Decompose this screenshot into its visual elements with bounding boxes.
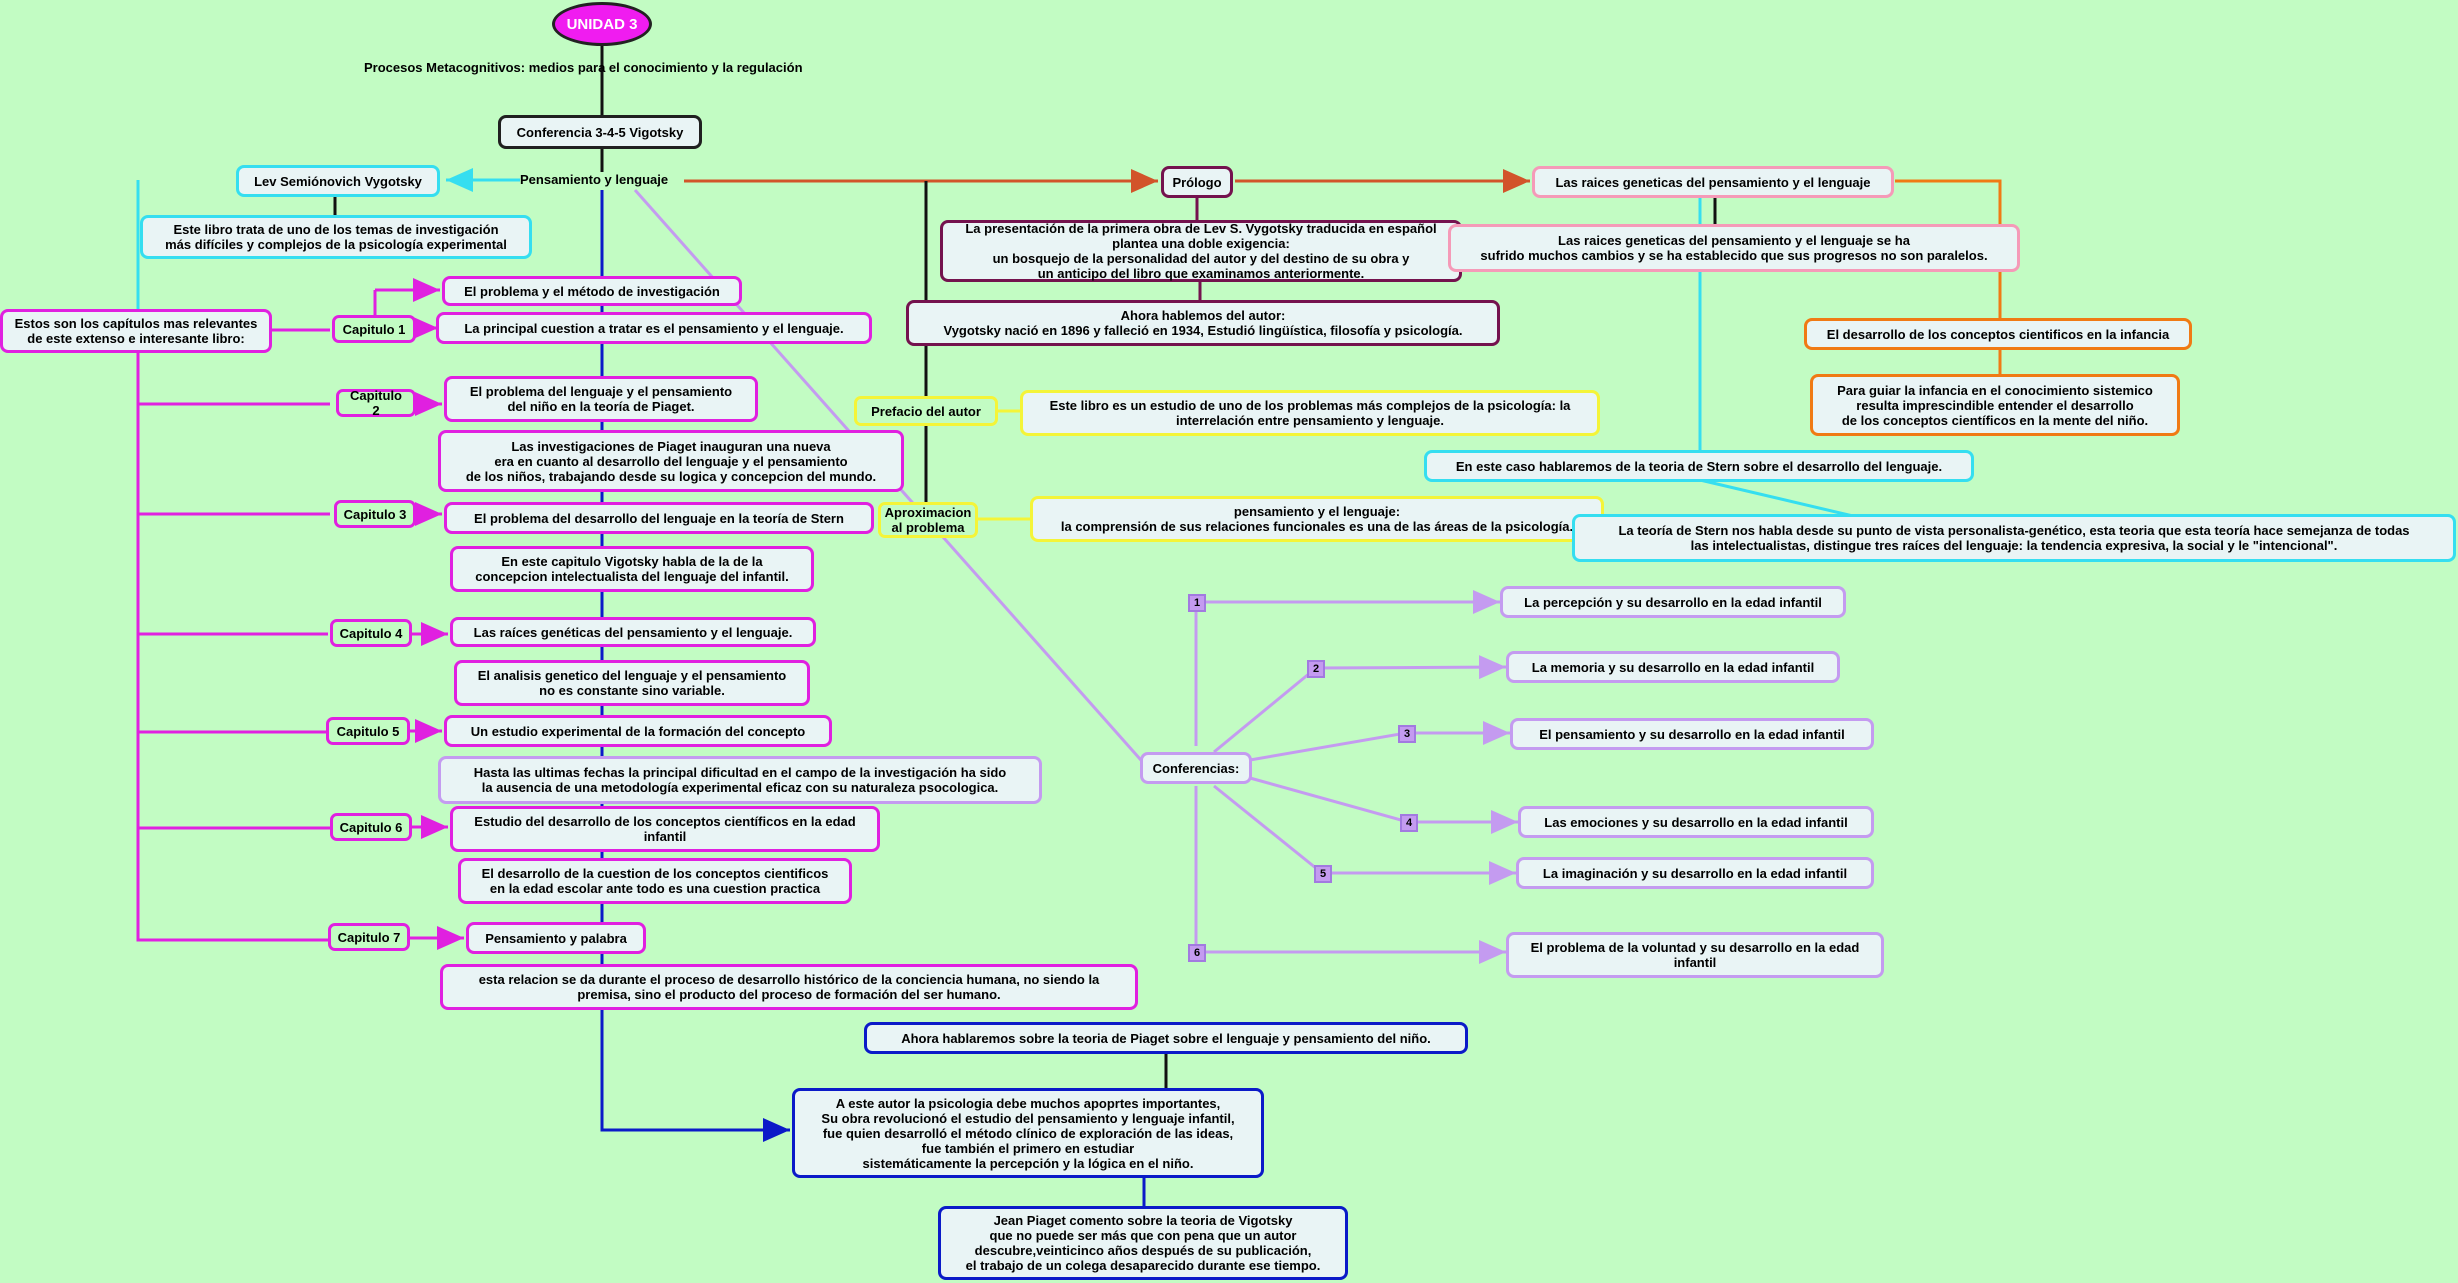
chapter-3-detail[interactable]: En este capitulo Vigotsky habla de la de…	[450, 546, 814, 592]
chapter-1-detail[interactable]: La principal cuestion a tratar es el pen…	[436, 312, 872, 344]
chapter-7-detail[interactable]: esta relacion se da durante el proceso d…	[440, 964, 1138, 1010]
node-conceptos-text[interactable]: Para guiar la infancia en el conocimient…	[1810, 374, 2180, 436]
chapter-6-label[interactable]: Capitulo 6	[330, 813, 412, 841]
chapter-3-title[interactable]: El problema del desarrollo del lenguaje …	[444, 502, 874, 534]
node-piaget-intro[interactable]: Ahora hablaremos sobre la teoria de Piag…	[864, 1022, 1468, 1054]
root-node-unidad[interactable]: UNIDAD 3	[552, 2, 652, 46]
chapter-5-title[interactable]: Un estudio experimental de la formación …	[444, 715, 832, 747]
chapter-4-label[interactable]: Capitulo 4	[330, 619, 412, 647]
node-stern[interactable]: En este caso hablaremos de la teoria de …	[1424, 450, 1974, 482]
conferencia-6-number: 6	[1188, 944, 1206, 962]
node-conferencias[interactable]: Conferencias:	[1140, 752, 1252, 784]
node-conceptos[interactable]: El desarrollo de los conceptos cientific…	[1804, 318, 2192, 350]
node-piaget-comment[interactable]: Jean Piaget comento sobre la teoria de V…	[938, 1206, 1348, 1280]
chapter-1-title[interactable]: El problema y el método de investigación	[442, 276, 742, 306]
node-pensamiento-lenguaje[interactable]: Pensamiento y lenguaje	[520, 172, 669, 187]
node-raices[interactable]: Las raices geneticas del pensamiento y e…	[1532, 166, 1894, 198]
node-aproximacion[interactable]: Aproximacion al problema	[878, 502, 978, 538]
conferencia-2[interactable]: La memoria y su desarrollo en la edad in…	[1506, 651, 1840, 683]
node-stern-text[interactable]: La teoría de Stern nos habla desde su pu…	[1572, 514, 2456, 562]
conferencia-6[interactable]: El problema de la voluntad y su desarrol…	[1506, 932, 1884, 978]
conferencia-1-number: 1	[1188, 594, 1206, 612]
node-prefacio-text[interactable]: Este libro es un estudio de uno de los p…	[1020, 390, 1600, 436]
chapter-2-title[interactable]: El problema del lenguaje y el pensamient…	[444, 376, 758, 422]
conferencia-4-number: 4	[1400, 814, 1418, 832]
node-conferencia[interactable]: Conferencia 3-4-5 Vigotsky	[498, 115, 702, 149]
conferencia-3-number: 3	[1398, 725, 1416, 743]
subtitle: Procesos Metacognitivos: medios para el …	[364, 60, 803, 75]
conferencia-5[interactable]: La imaginación y su desarrollo en la eda…	[1516, 857, 1874, 889]
chapter-2-detail[interactable]: Las investigaciones de Piaget inauguran …	[438, 430, 904, 492]
chapter-4-title[interactable]: Las raíces genéticas del pensamiento y e…	[450, 617, 816, 647]
node-raices-text[interactable]: Las raices geneticas del pensamiento y e…	[1448, 224, 2020, 272]
conferencia-4[interactable]: Las emociones y su desarrollo en la edad…	[1518, 806, 1874, 838]
chapter-4-detail[interactable]: El analisis genetico del lenguaje y el p…	[454, 660, 810, 706]
conferencia-3[interactable]: El pensamiento y su desarrollo en la eda…	[1510, 718, 1874, 750]
chapter-3-label[interactable]: Capitulo 3	[334, 500, 416, 528]
node-aprox-text[interactable]: pensamiento y el lenguaje: la comprensió…	[1030, 496, 1604, 542]
chapter-6-detail[interactable]: El desarrollo de la cuestion de los conc…	[458, 858, 852, 904]
chapter-5-detail[interactable]: Hasta las ultimas fechas la principal di…	[438, 756, 1042, 804]
node-author-book[interactable]: Este libro trata de uno de los temas de …	[140, 215, 532, 259]
node-piaget-contrib[interactable]: A este autor la psicologia debe muchos a…	[792, 1088, 1264, 1178]
chapter-6-title[interactable]: Estudio del desarrollo de los conceptos …	[450, 806, 880, 852]
node-prologo-text[interactable]: La presentación de la primera obra de Le…	[940, 220, 1462, 282]
node-prologo[interactable]: Prólogo	[1161, 166, 1233, 198]
node-autor-text[interactable]: Ahora hablemos del autor: Vygotsky nació…	[906, 300, 1500, 346]
chapter-1-label[interactable]: Capitulo 1	[332, 315, 416, 343]
node-prefacio[interactable]: Prefacio del autor	[854, 396, 998, 426]
conferencia-2-number: 2	[1307, 660, 1325, 678]
chapter-5-label[interactable]: Capitulo 5	[326, 717, 410, 745]
conferencia-5-number: 5	[1314, 865, 1332, 883]
chapter-7-title[interactable]: Pensamiento y palabra	[466, 922, 646, 954]
chapter-2-label[interactable]: Capitulo 2	[336, 388, 416, 418]
chapter-7-label[interactable]: Capitulo 7	[328, 923, 410, 951]
conferencia-1[interactable]: La percepción y su desarrollo en la edad…	[1500, 586, 1846, 618]
node-lev-vygotsky[interactable]: Lev Semiónovich Vygotsky	[236, 165, 440, 197]
node-chapters-intro[interactable]: Estos son los capítulos mas relevantes d…	[0, 309, 272, 353]
